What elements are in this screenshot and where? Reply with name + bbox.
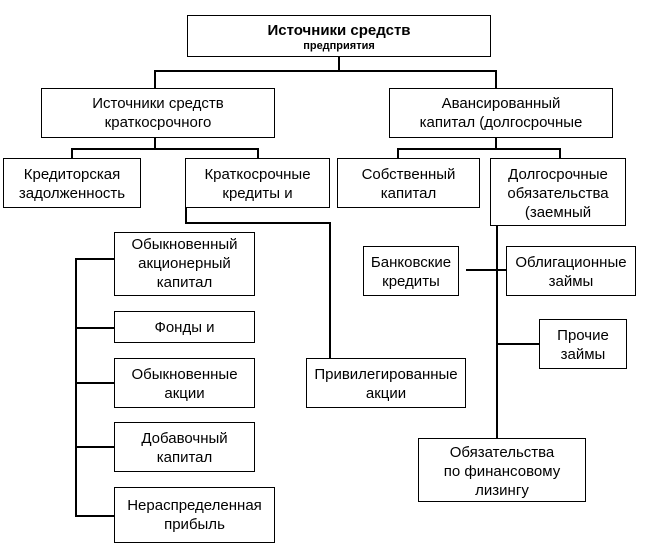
- common-shares-box: Обыкновенные акции: [114, 358, 255, 408]
- short-term-sources-box: Источники средств краткосрочного: [41, 88, 275, 138]
- connector: [329, 222, 331, 358]
- connector: [75, 515, 114, 517]
- funds-box: Фонды и: [114, 311, 255, 343]
- bank-credits-box: Банковские кредиты: [363, 246, 459, 296]
- short-term-credits-box: Краткосрочные кредиты и: [185, 158, 330, 208]
- connector: [71, 148, 258, 150]
- connector: [559, 148, 561, 158]
- connector: [185, 222, 330, 224]
- additional-capital-box: Добавочный капитал: [114, 422, 255, 472]
- connector: [154, 137, 156, 149]
- common-equity-box: Обыкновенный акционерный капитал: [114, 232, 255, 296]
- other-loans-box: Прочие займы: [539, 319, 627, 369]
- connector: [75, 382, 114, 384]
- connector: [257, 148, 259, 158]
- connector: [71, 148, 73, 158]
- bond-loans-box: Облигационные займы: [506, 246, 636, 296]
- connector: [185, 208, 187, 223]
- long-term-liabilities-box: Долгосрочные обязательства (заемный: [490, 158, 626, 226]
- own-capital-box: Собственный капитал: [337, 158, 480, 208]
- financial-leasing-box: Обязательства по финансовому лизингу: [418, 438, 586, 502]
- connector: [495, 137, 497, 149]
- connector: [397, 148, 399, 158]
- payables-box: Кредиторская задолженность: [3, 158, 141, 208]
- connector: [496, 343, 539, 345]
- advanced-capital-box: Авансированный капитал (долгосрочные: [389, 88, 613, 138]
- connector: [154, 70, 496, 72]
- connector: [338, 56, 340, 71]
- root-box: Источники средств предприятия: [187, 15, 491, 57]
- connector: [397, 148, 560, 150]
- connector: [466, 269, 506, 271]
- retained-earnings-box: Нераспределенная прибыль: [114, 487, 275, 543]
- connector: [75, 258, 114, 260]
- connector: [75, 446, 114, 448]
- connector: [154, 70, 156, 88]
- connector: [75, 258, 77, 516]
- connector: [495, 70, 497, 88]
- connector: [496, 226, 498, 438]
- preferred-shares-box: Привилегированные акции: [306, 358, 466, 408]
- connector: [75, 327, 114, 329]
